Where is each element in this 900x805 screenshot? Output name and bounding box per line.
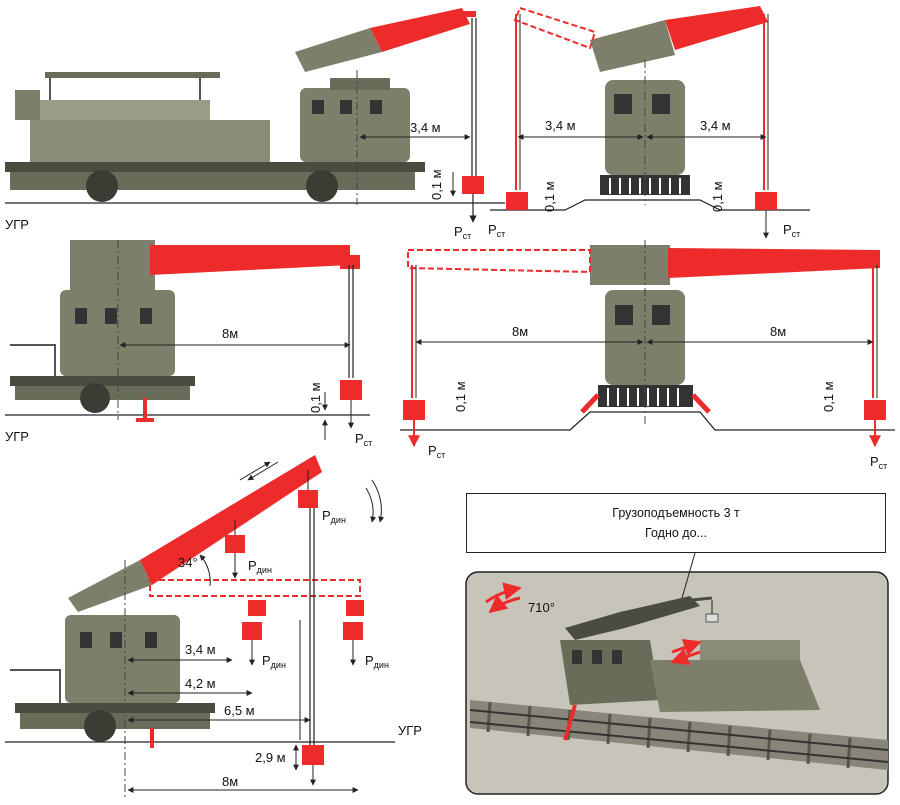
hook-icon: [346, 600, 364, 616]
rotation-label: 710°: [528, 600, 555, 615]
hook-icon: [298, 490, 318, 508]
wheel-icon: [80, 383, 110, 413]
clearance-label: 0,1 м: [453, 381, 468, 412]
dim-radius-left-label: 8м: [512, 324, 528, 339]
svg-text:Pст: Pст: [870, 454, 887, 471]
svg-text:Pст: Pст: [355, 431, 372, 448]
hook-icon: [302, 745, 324, 765]
hook-icon: [462, 176, 484, 194]
valid-until-text: Годно до...: [645, 526, 707, 540]
panel-photo: 710°: [465, 552, 889, 795]
svg-text:Pдин: Pдин: [365, 653, 389, 670]
capacity-text: Грузоподъемность 3 т: [612, 506, 740, 520]
dim-radius-label: 8м: [222, 326, 238, 341]
svg-text:Pдин: Pдин: [262, 653, 286, 670]
dim-6-5-label: 6,5 м: [224, 703, 255, 718]
panel-front-8: 8м 8м 0,1 м 0,1 м Pст Pст: [400, 240, 895, 471]
angle-label: 34°: [178, 555, 198, 570]
hook-icon: [403, 400, 425, 420]
svg-text:Pст: Pст: [488, 222, 505, 239]
svg-text:Pст: Pст: [428, 443, 445, 460]
hook-icon: [248, 600, 266, 616]
dim-radius-right-label: 8м: [770, 324, 786, 339]
wheel-icon: [86, 170, 118, 202]
wheel-icon: [84, 710, 116, 742]
dim-radius-label: 3,4 м: [410, 120, 441, 135]
svg-text:Pст: Pст: [454, 224, 471, 241]
hook-icon: [506, 192, 528, 210]
dim-depth-label: 2,9 м: [255, 750, 286, 765]
svg-text:Pдин: Pдин: [322, 508, 346, 525]
panel-front-3-4: 3,4 м 3,4 м 0,1 м 0,1 м Pст Pст: [488, 6, 810, 239]
wheel-icon: [306, 170, 338, 202]
dim-3-4-label: 3,4 м: [185, 642, 216, 657]
panel-side-3-4: УГР 3,4 м 0,1 м: [5, 8, 505, 241]
ugr-label: УГР: [5, 217, 29, 232]
svg-text:Pдин: Pдин: [248, 558, 272, 575]
hook-icon: [242, 622, 262, 640]
panel-side-8: УГР 8м 0,1 м Pст: [5, 240, 372, 448]
hook-icon: [755, 192, 777, 210]
clearance-label: 0,1 м: [821, 381, 836, 412]
hook-icon: [343, 622, 363, 640]
dim-radius-left-label: 3,4 м: [545, 118, 576, 133]
dim-8-label: 8м: [222, 774, 238, 789]
hook-icon: [340, 380, 362, 400]
ugr-label: УГР: [398, 723, 422, 738]
svg-text:Pст: Pст: [783, 222, 800, 239]
hook-icon: [225, 535, 245, 553]
clearance-label: 0,1 м: [308, 382, 323, 413]
clearance-label: 0,1 м: [429, 169, 444, 200]
hook-icon: [864, 400, 886, 420]
capacity-placard: Грузоподъемность 3 т Годно до...: [466, 493, 886, 553]
dim-radius-right-label: 3,4 м: [700, 118, 731, 133]
clearance-label: 0,1 м: [542, 181, 557, 212]
dim-4-2-label: 4,2 м: [185, 676, 216, 691]
ugr-label: УГР: [5, 429, 29, 444]
panel-dynamic: УГР 34° Pдин Pдин: [5, 455, 422, 800]
clearance-label: 0,1 м: [710, 181, 725, 212]
